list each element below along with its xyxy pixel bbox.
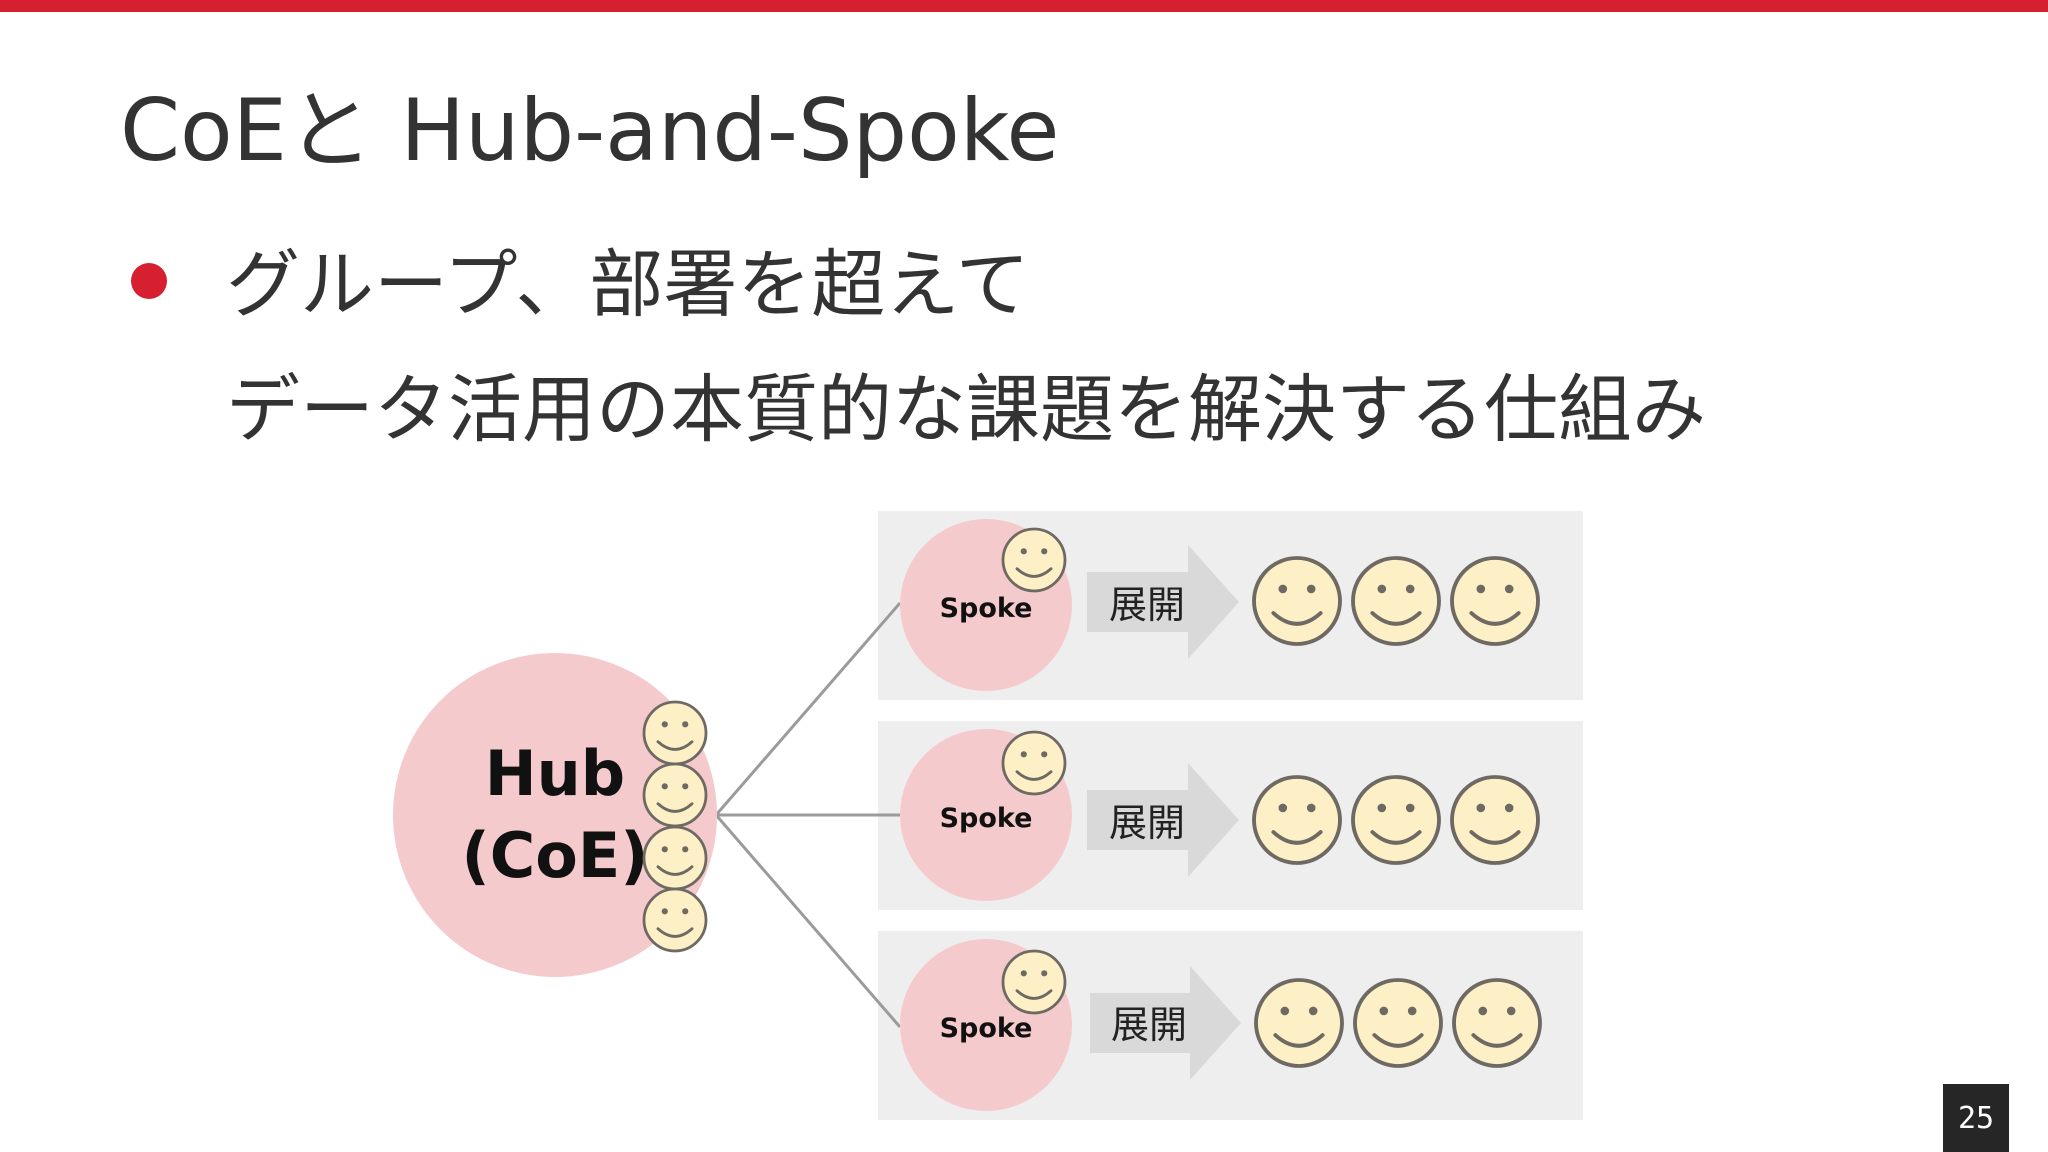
smiley-face-icon <box>1454 980 1540 1066</box>
smiley-face-icon <box>1452 777 1538 863</box>
bullet-text-line-2: データ活用の本質的な課題を解決する仕組み <box>226 367 1706 453</box>
spoke-row-3: Spoke 展開 <box>900 939 1540 1111</box>
smiley-face-icon <box>1254 777 1340 863</box>
slide-title: CoEと Hub-and-Spoke <box>120 81 1060 181</box>
bullet-dot-icon <box>131 263 167 299</box>
hub-connectors <box>714 602 902 1028</box>
hub-label-line-1: Hub <box>485 737 625 810</box>
top-accent-bar <box>0 0 2048 12</box>
arrow-right-icon <box>1090 966 1241 1080</box>
arrow-label: 展開 <box>1109 801 1185 845</box>
arrow-right-icon <box>1087 545 1239 659</box>
bullet-text-line-1: グループ、部署を超えて <box>226 242 1030 328</box>
smiley-face-icon <box>1353 558 1439 644</box>
smiley-face-icon <box>644 827 706 889</box>
hub-label-line-2: (CoE) <box>461 819 648 892</box>
arrow-label: 展開 <box>1109 583 1185 627</box>
page-number: 25 <box>1943 1084 2009 1152</box>
smiley-face-icon <box>1254 558 1340 644</box>
arrow-right-icon <box>1087 763 1239 877</box>
smiley-face-icon <box>1256 980 1342 1066</box>
smiley-face-icon <box>1003 951 1065 1013</box>
smiley-face-icon <box>1355 980 1441 1066</box>
spoke-row-1: Spoke 展開 <box>900 519 1538 691</box>
smiley-face-icon <box>1003 529 1065 591</box>
smiley-face-icon <box>644 702 706 764</box>
spoke-row-2: Spoke 展開 <box>900 729 1538 901</box>
hub-circle <box>393 653 717 977</box>
smiley-face-icon <box>1353 777 1439 863</box>
smiley-face-icon <box>644 764 706 826</box>
spoke-label: Spoke <box>940 593 1033 624</box>
smiley-face-icon <box>644 889 706 951</box>
smiley-face-icon <box>1452 558 1538 644</box>
arrow-label: 展開 <box>1111 1003 1187 1047</box>
smiley-face-icon <box>1003 732 1065 794</box>
spoke-label: Spoke <box>940 1013 1033 1044</box>
spoke-label: Spoke <box>940 803 1033 834</box>
